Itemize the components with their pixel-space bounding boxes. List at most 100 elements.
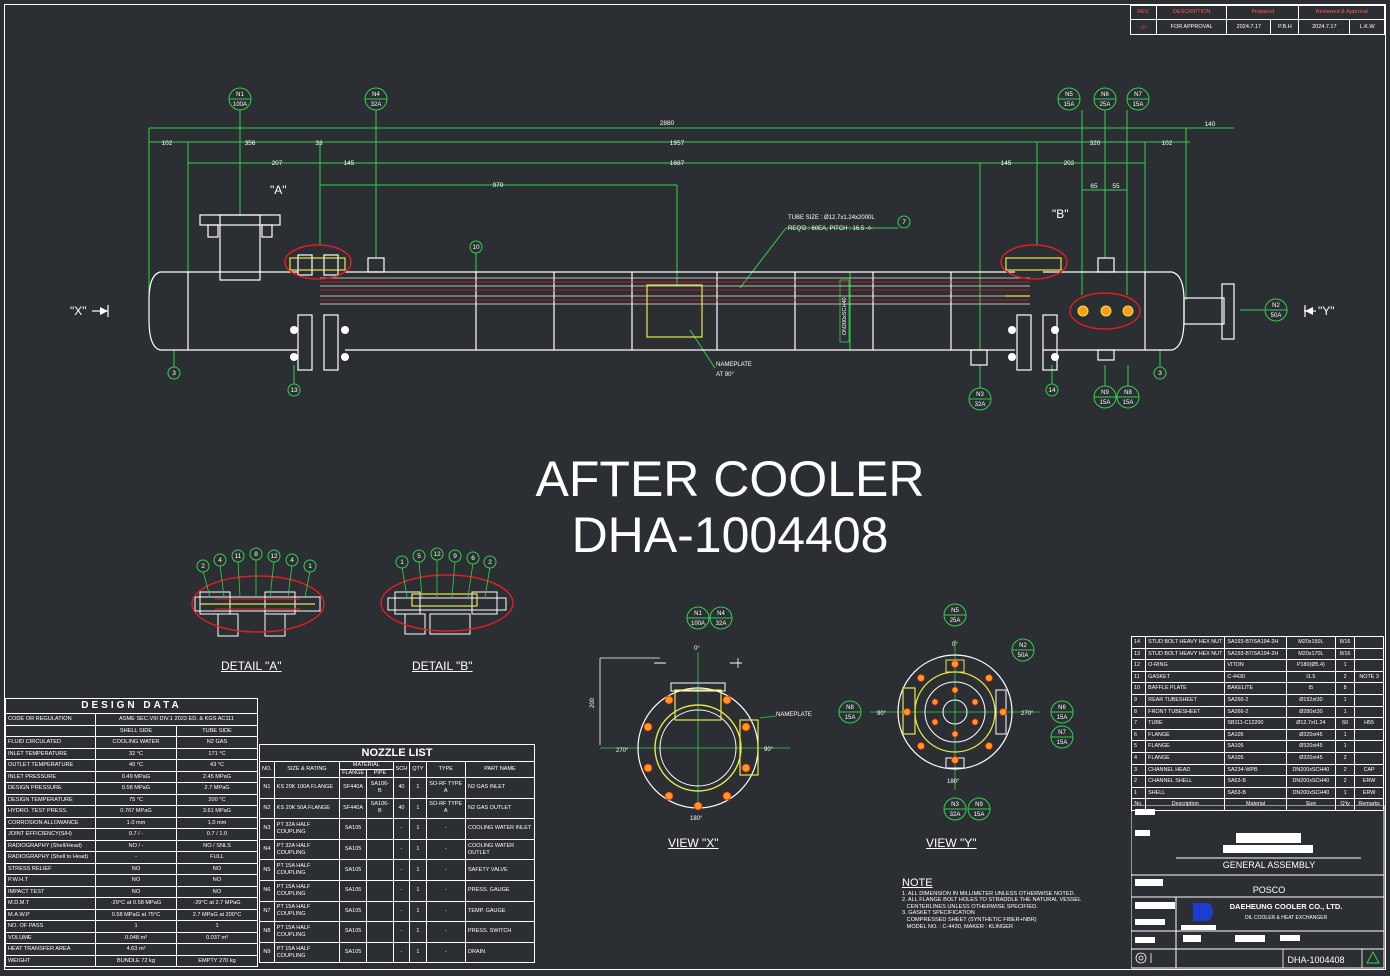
bom-cell: FLANGE <box>1145 740 1226 753</box>
view-y-tag-n9-id: N9 <box>975 802 983 808</box>
nameplate-callout: NAMEPLATE <box>716 362 752 368</box>
design-cell: 0.767 MPaG <box>95 805 177 818</box>
nozzle-cell: - <box>392 879 411 902</box>
bom-cell: 13 <box>1130 647 1147 661</box>
design-cell: M.A.W.P <box>5 908 96 921</box>
design-cell: EMPTY 270 kg <box>176 954 258 967</box>
bom-cell: 8/16 <box>1335 647 1356 661</box>
bom-cell: SA266-2 <box>1224 693 1287 707</box>
detail-a-drawing: 2 4 11 8 12 4 1 <box>191 547 325 637</box>
balloon-3-right: 3 <box>1158 370 1162 377</box>
design-cell: CORROSION ALLOWANCE <box>5 816 96 829</box>
view-y-tag-n6-id: N6 <box>1058 705 1066 711</box>
nozzle-cell: - <box>392 818 411 840</box>
nozzle-cell: - <box>392 941 411 964</box>
nozzle-tag-n1-id: N1 <box>236 92 244 98</box>
view-x-label: VIEW "X" <box>668 836 719 850</box>
bom-cell <box>1354 659 1384 672</box>
nozzle-cell: SA105 <box>339 879 368 902</box>
bom-cell: H55 <box>1354 717 1384 730</box>
view-y-angle-0: 0° <box>952 642 958 648</box>
design-cell: DESIGN PRESSURE <box>5 782 96 795</box>
nozzle-tag-n8-id: N8 <box>1124 390 1132 396</box>
design-cell: P.W.H.T <box>5 874 96 887</box>
bom-cell <box>1354 705 1384 719</box>
bom-cell: ERW <box>1354 786 1384 800</box>
bom-cell <box>1354 647 1384 661</box>
bom-cell: GASKET <box>1145 670 1226 684</box>
view-y-tag-n5-id: N5 <box>951 608 959 614</box>
nozzle-cell: - <box>425 818 466 840</box>
design-cell: VOLUME <box>5 931 96 944</box>
nozzle-cell: - <box>392 838 411 861</box>
bom-cell: 4 <box>1130 751 1147 765</box>
nozzle-cell: 1 <box>409 900 427 923</box>
nozzle-cell: 1 <box>409 859 427 881</box>
design-cell: HYDRO. TEST PRESS. <box>5 805 96 818</box>
bom-cell: SA105 <box>1224 728 1287 742</box>
design-cell: 2.7 MPaG <box>176 782 258 795</box>
bom-cell <box>1354 693 1384 707</box>
tube-bundle <box>320 277 1030 305</box>
view-y-tag-n7-size: 15A <box>1057 740 1068 746</box>
bom-cell: 60 <box>1335 717 1356 730</box>
nozzle-cell <box>366 859 394 881</box>
nozzle-cell: 1 <box>409 838 427 861</box>
view-x-tag-n1-id: N1 <box>694 611 702 617</box>
nozzle-cell: 1 <box>409 879 427 902</box>
design-cell: N2 GAS <box>176 736 258 749</box>
design-cell: 0.048 m³ <box>95 931 177 944</box>
design-cell: COOLING WATER <box>95 736 177 749</box>
revision-table: REV. DESCRIPTION Prepared Reviewed & App… <box>1130 5 1385 35</box>
nozzle-hdr-part: PART NAME <box>464 761 536 778</box>
dim-145-left: 145 <box>344 160 355 167</box>
nozzle-hdr-pipe: PIPE <box>366 769 394 778</box>
design-cell: NO <box>95 862 177 875</box>
nozzle-cell: - <box>392 900 411 923</box>
bom-cell: 14 <box>1130 636 1147 649</box>
nozzle-tag-n5-id: N5 <box>1065 92 1073 98</box>
nozzle-cell: - <box>425 941 466 964</box>
title-block-client: POSCO <box>1253 885 1286 895</box>
note-lines: 1. ALL DIMENSION IN MILLIMETER UNLESS OT… <box>902 891 1127 931</box>
detail-b-drawing: 1 5 12 9 6 2 <box>380 547 514 635</box>
nozzle-cell: 1 <box>409 921 427 943</box>
title-block: GENERAL ASSEMBLY POSCO DAEHEUNG COOLER C… <box>1131 805 1385 969</box>
design-data-row: M.D.M.T-29°C at 0.58 MPaG-29°C at 2.7 MP… <box>5 897 258 910</box>
bom-cell: 8/16 <box>1335 636 1356 649</box>
design-data-row: RADIOGRAPHY (Shell to Head)-FULL <box>5 851 258 864</box>
note-line: COMPRESSED SHEET (SYNTHETIC FIBER+NBR) <box>902 916 1037 923</box>
detail-b-balloon-2: 5 <box>417 553 421 560</box>
design-cell: BUNDLE 72 kg <box>95 954 177 967</box>
design-cell: RADIOGRAPHY (Shell to Head) <box>5 851 96 864</box>
nozzle-cell: N2 <box>259 797 275 820</box>
bom-cell: 1 <box>1335 786 1356 800</box>
nozzle-cell: - <box>425 859 466 881</box>
design-cell: NO <box>176 874 258 887</box>
nozzle-cell: PT 15A HALF COUPLING <box>273 921 341 943</box>
detail-b-label: DETAIL "B" <box>412 659 473 673</box>
note-line: MODEL NO. : C-4430, MAKER : KLINGER <box>902 923 1014 930</box>
note-line: 3. GASKET SPECIFICATION <box>902 910 975 917</box>
view-x-tag-n1-size: 100A <box>691 621 705 627</box>
bom-cell: FLANGE <box>1145 728 1226 742</box>
bom-cell: 5 <box>1130 740 1147 753</box>
detail-a-balloon-5: 12 <box>270 553 278 560</box>
title-block-company-sub: OIL COOLER & HEAT EXCHANGER <box>1245 915 1328 921</box>
nozzle-hdr-no: NO. <box>259 761 275 778</box>
